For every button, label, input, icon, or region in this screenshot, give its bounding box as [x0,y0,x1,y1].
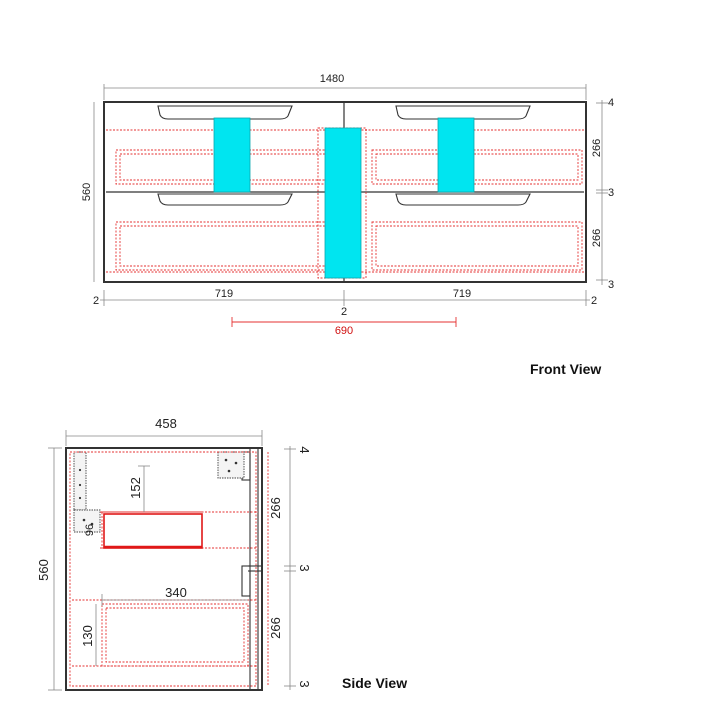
front-side-gap-right-label: 2 [591,295,597,307]
side-cabinet-outline [65,447,263,691]
front-bottom-gap-label: 3 [608,279,614,291]
front-top-gap-label: 4 [608,97,614,109]
side-bottom-depth-dimension [101,594,248,606]
front-side-gap-left-label: 2 [93,295,99,307]
cutout-top-right [437,117,475,193]
side-top-offset-dimension [138,465,150,512]
side-middle-gap-label: 3 [297,564,312,571]
front-internal-width-label: 690 [335,325,353,337]
front-drawer-width-left-label: 719 [215,288,233,300]
handle-top-right [395,105,531,120]
front-drawer-handles [157,105,531,206]
side-door-panels [241,449,262,689]
handle-top-left [157,105,293,120]
front-overall-width-label: 1480 [320,73,344,85]
side-hardware-blocks [73,451,245,533]
front-bottom-dimension-line [100,290,590,306]
handle-bottom-right [395,193,531,206]
side-top-gap-label: 4 [297,446,312,453]
side-bottom-depth-label: 340 [165,585,187,600]
side-view: 458 560 [36,416,407,691]
side-drawer-top-height-label: 266 [268,497,283,519]
hardware-block-top-left [73,451,87,511]
side-height-dimension [48,447,62,691]
side-height-label: 560 [36,559,51,581]
cutout-center [324,127,362,279]
front-drawer-width-right-label: 719 [453,288,471,300]
side-depth-dimension [65,430,263,446]
side-hardware-dots [78,458,238,526]
front-middle-gap-label: 3 [608,187,614,199]
hardware-block-top-right [217,451,245,479]
front-view-title: Front View [530,361,601,377]
side-pipe-dim-label: 96 [84,524,96,536]
cutout-top-left [213,117,251,193]
side-right-dimension-line [284,446,296,690]
hardware-block-mid-left [73,509,101,533]
side-bottom-gap-label: 3 [297,680,312,687]
front-overall-width-dimension [103,84,587,100]
front-internal-width-dimension [231,317,457,327]
side-bottom-height-label: 130 [80,625,95,647]
side-drawer-bottom-height-label: 266 [268,617,283,639]
front-view: 1480 560 [81,73,614,377]
front-drawer-top-height-label: 266 [591,139,603,157]
front-cabinet-outline [103,101,587,283]
front-right-dimension-line [596,100,608,285]
side-top-offset-label: 152 [128,477,143,499]
side-internal-structure [69,451,269,687]
side-top-drawer-box [103,513,203,549]
front-plumbing-cutouts [213,117,475,279]
side-depth-label: 458 [155,416,177,431]
front-overall-height-label: 560 [81,183,93,201]
side-view-title: Side View [342,675,407,691]
handle-bottom-left [157,193,293,206]
front-center-gap-label: 2 [341,306,347,318]
front-drawer-bottom-height-label: 266 [591,229,603,247]
